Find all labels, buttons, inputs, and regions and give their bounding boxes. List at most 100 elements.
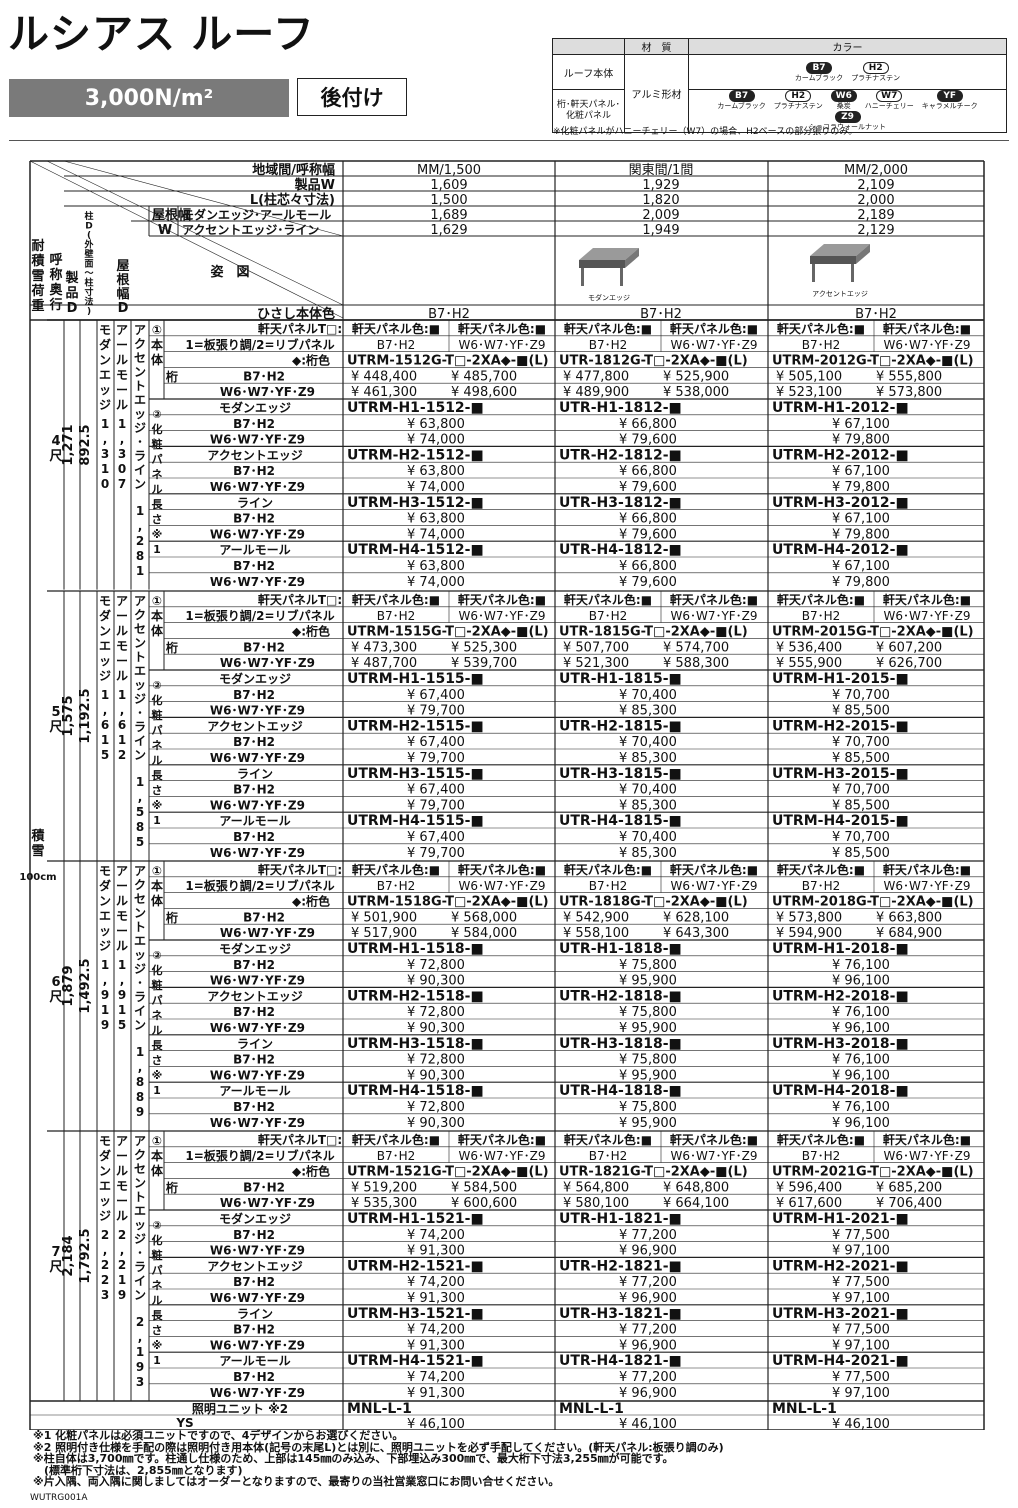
side-aru: モ bbox=[116, 1179, 128, 1193]
girder-label: 桁 bbox=[166, 369, 178, 384]
panel-price: ¥ 67,100 bbox=[832, 464, 890, 479]
side-modern: ジ bbox=[99, 398, 111, 412]
panel-design-label: アクセントエッジ bbox=[207, 448, 302, 462]
panel-label: 長 bbox=[152, 769, 164, 782]
side-aru: ー bbox=[116, 338, 128, 352]
depth-value: 5 bbox=[51, 705, 60, 720]
body-product-code: UTRM-1521G-T□-2XA◆-■(L) bbox=[347, 1165, 549, 1180]
width-value: 1,609 bbox=[430, 178, 467, 193]
body-price: ¥ 607,200 bbox=[876, 640, 942, 655]
body-label: 体 bbox=[151, 352, 164, 367]
b7h2-label: B7･H2 bbox=[233, 559, 275, 573]
panel-price: ¥ 79,700 bbox=[407, 846, 465, 861]
footnotes: ※1 化粧パネルは必須ユニットですので、4デザインからお選びください。 ※2 照… bbox=[33, 1430, 724, 1488]
body-price: ¥ 448,400 bbox=[351, 369, 417, 384]
panel-product-code: UTRM-H3-1518-■ bbox=[347, 1036, 484, 1052]
soffit-color-label: 軒天パネル色:■ bbox=[883, 862, 971, 877]
b7h2-label: B7･H2 bbox=[233, 735, 275, 749]
side-aru: ー bbox=[116, 924, 128, 938]
corner-pillar: 法 bbox=[84, 296, 93, 308]
len-accent: 1 bbox=[136, 775, 144, 789]
w6-label: W6･W7･YF･Z9 bbox=[220, 656, 315, 670]
panel-product-code: UTRM-H2-1512-■ bbox=[347, 447, 484, 463]
modern-edge-figure-label: モダンエッジ bbox=[588, 293, 630, 302]
panel-product-code: UTRM-H1-2012-■ bbox=[772, 400, 909, 416]
soffit-label: 軒天パネルT□: bbox=[258, 1132, 342, 1147]
side-modern: モ bbox=[99, 323, 111, 337]
depth-unit: 尺 bbox=[49, 990, 62, 1005]
panel-price: ¥ 79,800 bbox=[832, 527, 890, 542]
color-code: H2 bbox=[785, 90, 812, 102]
b7h2-label: B7･H2 bbox=[233, 1100, 275, 1114]
body-price: ¥ 535,300 bbox=[351, 1196, 417, 1211]
side-accent: セ bbox=[134, 351, 146, 365]
panel-product-code: UTRM-H3-2015-■ bbox=[772, 766, 909, 782]
panel-product-code: UTR-H1-1821-■ bbox=[559, 1211, 682, 1227]
body-product-code: UTR-1818G-T□-2XA◆-■(L) bbox=[559, 895, 748, 910]
body-price: ¥ 580,100 bbox=[563, 1196, 629, 1211]
body-label: 本 bbox=[151, 337, 163, 352]
panel-price: ¥ 67,100 bbox=[832, 417, 890, 432]
corner-pillar: 柱 bbox=[84, 210, 93, 222]
side-accent: ン bbox=[134, 1288, 146, 1302]
pitch-value: 2,000 bbox=[857, 193, 894, 208]
len-accent: 2 bbox=[136, 534, 144, 548]
len-accent: , bbox=[138, 1330, 143, 1344]
soffit-type-label: 1=板張り調/2=リブパネル bbox=[185, 1148, 334, 1163]
body-price: ¥ 663,800 bbox=[876, 910, 942, 925]
panel-design-label: モダンエッジ bbox=[219, 400, 291, 415]
side-accent: ･ bbox=[137, 976, 143, 990]
panel-price: ¥ 79,600 bbox=[619, 527, 677, 542]
len-modern: 2 bbox=[101, 1273, 109, 1287]
side-modern: エ bbox=[99, 1179, 111, 1193]
body-color-value: B7･H2 bbox=[428, 307, 470, 322]
panel-product-code: UTRM-H4-2015-■ bbox=[772, 813, 909, 829]
soffit-label: 軒天パネルT□: bbox=[258, 592, 342, 607]
panel-price: ¥ 67,100 bbox=[832, 559, 890, 574]
body-price: ¥ 525,900 bbox=[663, 369, 729, 384]
body-product-code: UTR-1812G-T□-2XA◆-■(L) bbox=[559, 354, 748, 369]
accent-edge-figure bbox=[810, 244, 870, 282]
b7h2-label: B7･H2 bbox=[233, 830, 275, 844]
panel-price: ¥ 85,300 bbox=[619, 704, 677, 719]
panel-product-code: UTRM-H3-1515-■ bbox=[347, 766, 484, 782]
panel-price: ¥ 70,400 bbox=[619, 783, 677, 798]
lighting-price: ¥ 46,100 bbox=[619, 1417, 677, 1430]
panel-product-code: UTRM-H4-1515-■ bbox=[347, 813, 484, 829]
body-price: ¥ 521,300 bbox=[563, 656, 629, 671]
panel-design-label: アクセントエッジ bbox=[207, 719, 302, 733]
body-label: ① bbox=[152, 594, 162, 608]
body-price: ¥ 485,700 bbox=[451, 369, 517, 384]
depth-unit: 尺 bbox=[49, 720, 62, 735]
panel-price: ¥ 67,400 bbox=[407, 688, 465, 703]
product-d-value: 1,575 bbox=[61, 695, 76, 736]
panel-product-code: UTR-H4-1812-■ bbox=[559, 542, 682, 558]
side-accent: ン bbox=[134, 636, 146, 650]
color-code: W6 bbox=[830, 90, 857, 102]
retrofit-label: 後付け bbox=[297, 78, 407, 116]
soffit-color-label: 軒天パネル色:■ bbox=[670, 592, 758, 607]
side-modern: ッ bbox=[99, 1194, 111, 1208]
len-modern: 9 bbox=[101, 1018, 109, 1032]
panel-label: 1 bbox=[153, 1084, 161, 1097]
side-accent: ト bbox=[134, 1190, 146, 1204]
lighting-code: MNL-L-1 bbox=[559, 1401, 624, 1417]
body-price: ¥ 558,100 bbox=[563, 926, 629, 941]
soffit-type-label: 1=板張り調/2=リブパネル bbox=[185, 337, 334, 352]
panel-label: さ bbox=[152, 1324, 163, 1337]
panel-product-code: UTRM-H3-2018-■ bbox=[772, 1036, 909, 1052]
corner-roof-d: D bbox=[118, 301, 129, 316]
panel-price: ¥ 77,500 bbox=[832, 1370, 890, 1385]
len-modern: 1 bbox=[101, 462, 109, 476]
product-d-value: 2,184 bbox=[61, 1235, 76, 1276]
side-accent: エ bbox=[134, 934, 146, 948]
w6-label: W6･W7･YF･Z9 bbox=[210, 1021, 305, 1035]
product-d-value: 1,271 bbox=[61, 424, 76, 465]
side-modern: エ bbox=[99, 909, 111, 923]
corner-depth: 奥 bbox=[49, 282, 63, 298]
panel-label: 桁･軒天パネル･ 化粧パネル bbox=[552, 89, 625, 133]
side-aru: ル bbox=[116, 624, 128, 638]
